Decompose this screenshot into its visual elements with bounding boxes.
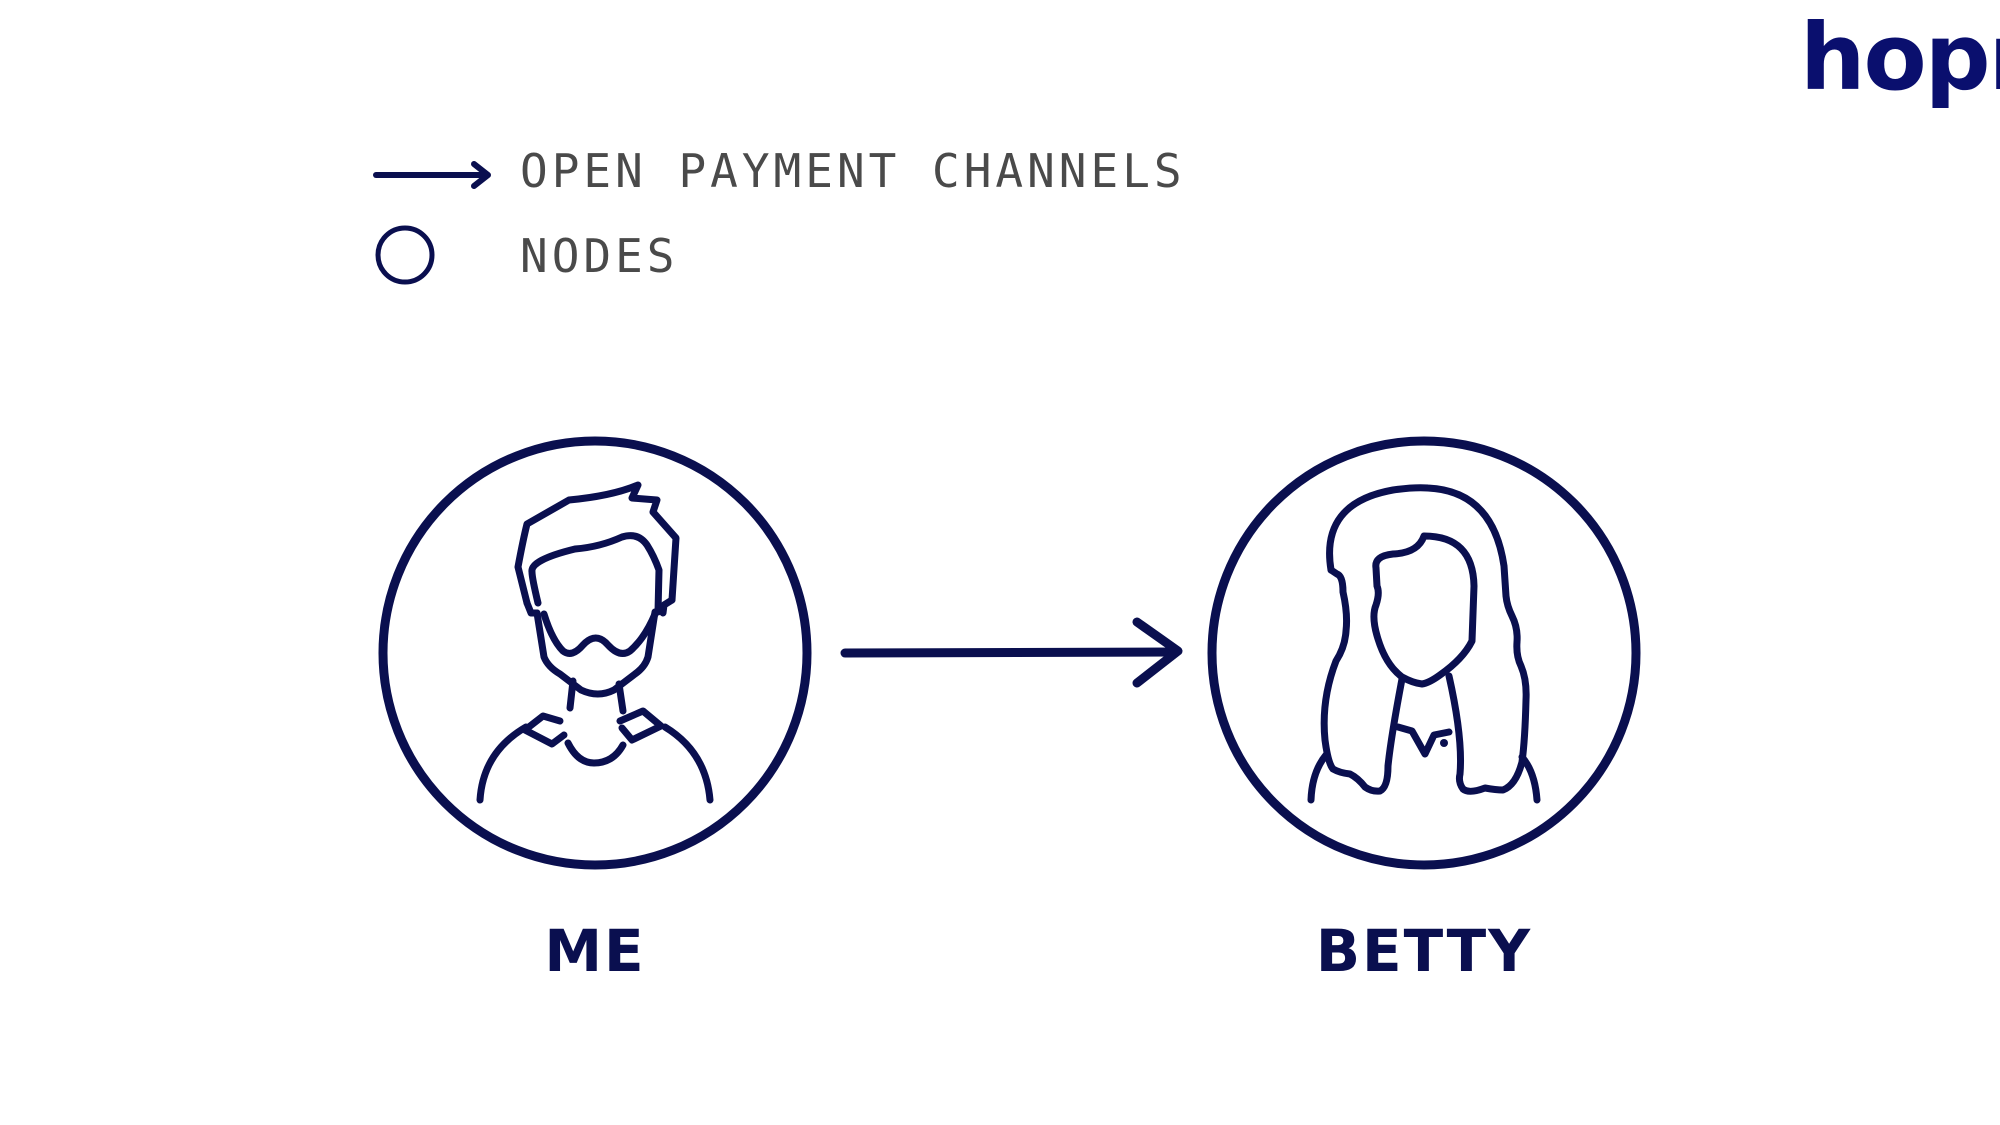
legend-arrow-icon [373,161,491,189]
woman-avatar-icon [1307,484,1541,804]
hopr-logo: hopr [1800,4,2000,111]
legend-label-nodes: NODES [520,229,679,283]
node-label-me: ME [544,917,646,985]
node-betty-circle [1207,436,1641,870]
man-avatar-icon [476,481,714,804]
legend-label-channels: OPEN PAYMENT CHANNELS [520,144,1186,198]
node-label-betty: BETTY [1315,917,1533,985]
legend-circle-icon [375,225,435,285]
node-me-circle [378,436,812,870]
payment-channel-arrow [840,617,1183,688]
